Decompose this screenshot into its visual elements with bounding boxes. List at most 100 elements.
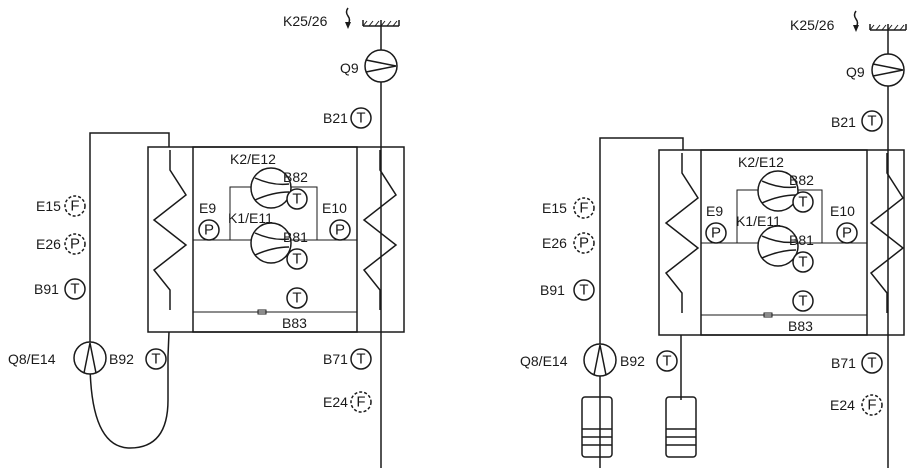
right-brine-line-out [599, 137, 684, 468]
right-label-b82: B82 [789, 172, 814, 188]
right-condenser-coil [870, 152, 904, 314]
right-temp-sensor-b81-icon [792, 251, 814, 273]
left-pressure-sensor-e10-icon [329, 219, 351, 241]
right-pump-q8-icon [583, 343, 617, 377]
left-pressure-sensor-e26-icon [64, 233, 86, 255]
right-label-b71: B71 [831, 355, 856, 371]
left-label-e24: E24 [323, 394, 348, 410]
left-label-b82: B82 [283, 169, 308, 185]
right-label-b92: B92 [620, 353, 645, 369]
right-label-k2: K2/E12 [738, 154, 784, 170]
right-temp-sensor-b71-icon [861, 352, 883, 374]
left-temp-sensor-b21-icon [350, 107, 372, 129]
right-label-k25: K25/26 [790, 17, 835, 33]
right-label-q9: Q9 [846, 64, 865, 80]
right-temp-sensor-b91-icon [573, 279, 595, 301]
left-label-b71: B71 [323, 351, 348, 367]
left-condenser-coil [363, 149, 397, 311]
left-pump-q8-icon [73, 341, 107, 375]
left-brine-loop-bottom [89, 356, 169, 449]
right-label-e9: E9 [706, 203, 723, 219]
right-label-e26: E26 [542, 235, 567, 251]
left-temp-sensor-b81-icon [286, 248, 308, 270]
right-brine-tank-1-icon [581, 396, 613, 458]
left-sensor-b91-symbol: T [70, 281, 79, 298]
left-label-e26: E26 [36, 236, 61, 252]
right-sensor-b92-symbol: T [662, 353, 671, 370]
left-temp-sensor-b91-icon [64, 278, 86, 300]
right-label-e15: E15 [542, 200, 567, 216]
right-brine-tank-2-icon [665, 396, 697, 458]
left-label-b91: B91 [34, 281, 59, 297]
left-sensor-b92-symbol: T [151, 351, 160, 368]
right-temp-sensor-b83-icon [792, 290, 814, 312]
right-flow-sensor-e15-icon [573, 197, 595, 219]
left-evaporator-coil [153, 149, 187, 311]
left-pump-q9-icon [364, 49, 398, 83]
left-schematic: K25/26 Q9 B21 T K2/E12 K1/E11 B82 T B81 … [8, 7, 405, 468]
left-label-k25: K25/26 [283, 13, 328, 29]
left-label-q8: Q8/E14 [8, 351, 56, 367]
left-sensor-b82-symbol: T [292, 191, 301, 208]
right-label-b83: B83 [788, 318, 813, 334]
left-label-k1: K1/E11 [228, 210, 273, 226]
right-sensor-b82-symbol: T [798, 194, 807, 211]
left-temp-sensor-b83-icon [286, 287, 308, 309]
right-sensor-b91-symbol: T [579, 282, 588, 299]
left-label-b83: B83 [282, 315, 307, 331]
right-flow-arrow-icon [852, 10, 860, 33]
left-temp-sensor-b71-icon [350, 348, 372, 370]
left-sensor-b83-symbol: T [292, 290, 301, 307]
left-label-e9: E9 [199, 200, 216, 216]
right-temp-sensor-b92-icon [656, 350, 678, 372]
left-label-q9: Q9 [340, 60, 359, 76]
right-pressure-sensor-e26-icon [573, 232, 595, 254]
right-label-q8: Q8/E14 [520, 353, 568, 369]
right-sensor-e9-symbol: P [711, 225, 721, 242]
right-pressure-sensor-e9-icon [705, 222, 727, 244]
right-evaporator-coil [665, 152, 699, 314]
right-label-e24: E24 [830, 397, 855, 413]
left-sensor-b81-symbol: T [292, 251, 301, 268]
left-flow-sensor-e15-icon [64, 195, 86, 217]
left-sensor-e15-symbol: F [70, 198, 79, 215]
left-flow-sensor-e24-icon [350, 391, 372, 413]
right-sensor-b81-symbol: T [798, 254, 807, 271]
right-label-b81: B81 [789, 232, 814, 248]
right-temp-sensor-b82-icon [792, 191, 814, 213]
right-sensor-b83-symbol: T [798, 293, 807, 310]
left-pressure-sensor-e9-icon [198, 219, 220, 241]
left-label-b92: B92 [109, 351, 134, 367]
left-label-k2: K2/E12 [230, 151, 276, 167]
left-sensor-e9-symbol: P [204, 222, 214, 239]
left-flow-arrow-icon [344, 7, 352, 30]
right-flow-sensor-e24-icon [861, 394, 883, 416]
left-label-b81: B81 [283, 229, 308, 245]
left-temp-sensor-b92-icon [145, 348, 167, 370]
right-label-b91: B91 [540, 282, 565, 298]
right-label-k1: K1/E11 [736, 213, 781, 229]
left-temp-sensor-b82-icon [286, 188, 308, 210]
left-sensor-b71-symbol: T [356, 351, 365, 368]
right-sensor-e10-symbol: P [842, 225, 852, 242]
right-temp-sensor-b21-icon [861, 110, 883, 132]
left-sensor-e24-symbol: F [356, 394, 365, 411]
left-sensor-e10-symbol: P [335, 222, 345, 239]
right-pressure-sensor-e10-icon [836, 222, 858, 244]
left-label-e15: E15 [36, 198, 61, 214]
right-sensor-e26-symbol: P [579, 235, 589, 252]
right-sensor-e24-symbol: F [867, 397, 876, 414]
left-label-b21: B21 [323, 110, 348, 126]
right-label-b21: B21 [831, 114, 856, 130]
left-brine-loop-outer [89, 132, 170, 360]
left-sensor-b21-symbol: T [356, 110, 365, 127]
right-sensor-e15-symbol: F [579, 200, 588, 217]
right-schematic: K25/26 Q9 B21 T K2/E12 K1/E11 B82 T B81 … [520, 10, 907, 468]
right-sensor-b71-symbol: T [867, 355, 876, 372]
left-label-e10: E10 [322, 200, 347, 216]
right-sensor-b21-symbol: T [867, 113, 876, 130]
right-pump-q9-icon [871, 53, 905, 87]
right-label-e10: E10 [830, 203, 855, 219]
left-sensor-e26-symbol: P [70, 236, 80, 253]
